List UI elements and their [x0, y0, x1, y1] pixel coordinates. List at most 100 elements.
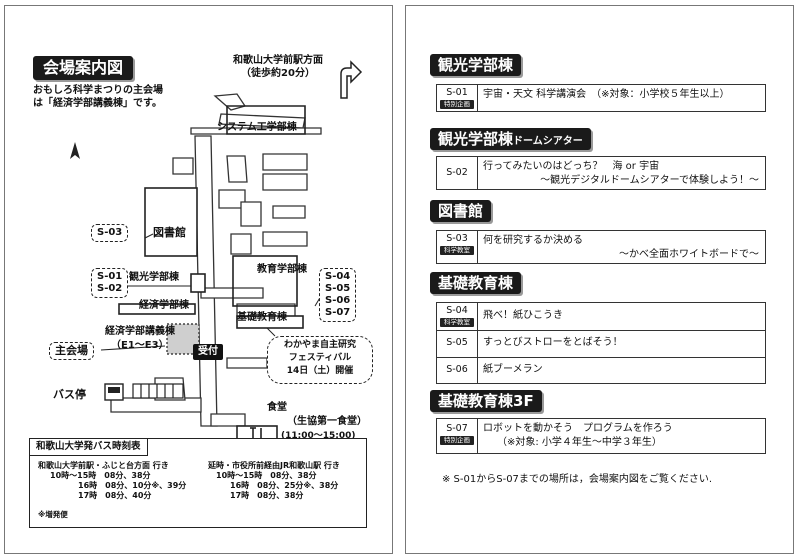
event-code: S-06	[446, 364, 468, 375]
event-title: 行ってみたいのはどっち？ 海 or 宇宙	[483, 161, 660, 172]
timetable-row: 16時 08分、10分※、39分	[78, 481, 187, 490]
event-badge: 特別企画	[440, 436, 474, 445]
event-code-cell: S-06	[437, 357, 478, 383]
event-code-cell: S-04 科学教室	[437, 303, 478, 330]
code-box-kiso: S-04 S-05 S-06 S-07	[319, 268, 357, 322]
kanko-building	[190, 273, 206, 293]
event-subtitle: ～かべ全面ホワイトボードで～	[619, 249, 759, 260]
direction-arrow-icon	[340, 60, 363, 99]
label-cafeteria: 食堂	[267, 402, 287, 413]
event-title: ロボットを動かそう プログラムを作ろう	[483, 423, 673, 434]
label-library: 図書館	[153, 226, 186, 239]
label-bus-stop: バス停	[53, 388, 86, 401]
section-title-dome: 観光学部棟ドームシアター	[430, 128, 591, 150]
code-label: S-07	[325, 307, 351, 318]
event-title: 飛べ！紙ひこうき	[483, 310, 563, 321]
event-row-s01: S-01 特別企画 宇宙・天文 科学講演会 （※対象：小学校５年生以上）	[437, 85, 765, 112]
event-text: 飛べ！紙ひこうき	[483, 309, 759, 323]
system-building	[226, 105, 306, 135]
footnote: ※ S-01からS-07までの場所は，会場案内図をご覧ください.	[442, 474, 713, 485]
label-cafeteria-hours: (11:00～15:00)	[281, 431, 356, 441]
map-page: 会場案内図 おもしろ科学まつりの主会場 は「経済学部講義棟」です。 和歌山大学前…	[4, 5, 393, 554]
section-title-kanko: 観光学部棟	[430, 54, 522, 76]
timetable-row: 17時 08分、38分	[230, 491, 304, 500]
label-keizai: 経済学部棟	[139, 300, 189, 311]
station-line: （徒歩約20分）	[241, 68, 315, 79]
code-label: S-02	[97, 283, 123, 294]
event-text: すっとびストローをとばそう！	[483, 336, 759, 350]
event-title: 宇宙・天文 科学講演会 （※対象：小学校５年生以上）	[483, 89, 730, 100]
event-text: 何を研究するか決める ～かべ全面ホワイトボードで～	[483, 234, 759, 262]
code-box-kanko: S-01 S-02	[91, 268, 129, 298]
event-subtitle: （※対象: 小学４年生～中学３年生）	[497, 437, 662, 448]
label-keizai-lecture: 経済学部講義棟	[105, 326, 175, 337]
event-badge: 科学教室	[440, 318, 474, 327]
north-arrow-icon	[70, 142, 80, 159]
event-group-kiso-3f: S-07 特別企画 ロボットを動かそう プログラムを作ろう （※対象: 小学４年…	[436, 418, 766, 454]
event-code-cell: S-02	[437, 157, 478, 190]
event-code: S-05	[446, 337, 468, 348]
event-row-s03: S-03 科学教室 何を研究するか決める ～かべ全面ホワイトボードで～	[437, 231, 765, 264]
bus-shelter	[132, 383, 184, 399]
event-row-s02: S-02 行ってみたいのはどっち？ 海 or 宇宙 ～観光デジタルドームシアター…	[437, 157, 765, 190]
timetable-col-2: 延時・市役所前経由JR和歌山駅 行き 10時～15時 08分、38分 16時 0…	[208, 461, 340, 501]
timetable-note: ※増発便	[38, 510, 68, 519]
event-title: 何を研究するか決める	[483, 235, 583, 246]
bubble-line: わかやま自主研究	[283, 340, 356, 350]
library-building	[144, 187, 198, 257]
label-cafeteria-name: （生協第一食堂）	[287, 416, 367, 427]
code-label: S-06	[325, 295, 351, 306]
event-code-cell: S-07 特別企画	[437, 419, 478, 454]
section-title-main: 観光学部棟	[438, 130, 514, 148]
code-label: S-01	[97, 271, 123, 282]
kiso-building	[236, 315, 304, 329]
event-row-s04: S-04 科学教室 飛べ！紙ひこうき	[437, 303, 765, 331]
event-row-s05: S-05 すっとびストローをとばそう！	[437, 330, 765, 358]
station-direction: 和歌山大学前駅方面 （徒歩約20分）	[223, 54, 333, 80]
event-code: S-02	[446, 167, 468, 178]
keizai-building	[118, 303, 196, 315]
code-label: S-03	[97, 227, 123, 238]
code-label: S-04	[325, 271, 351, 282]
timetable-row: 10時～15時 08分、38分	[216, 471, 317, 480]
event-code-cell: S-05	[437, 330, 478, 357]
timetable-col-1: 和歌山大学前駅・ふじと台方面 行き 10時～15時 08分、38分 16時 08…	[38, 461, 186, 501]
kyoiku-building	[232, 255, 298, 307]
label-keizai-lecture-range: （E1～E3）	[111, 340, 169, 351]
section-title-small: ドームシアター	[513, 136, 583, 147]
event-code-cell: S-01 特別企画	[437, 85, 478, 112]
event-text: 行ってみたいのはどっち？ 海 or 宇宙 ～観光デジタルドームシアターで体験しよ…	[483, 160, 759, 188]
event-group-dome: S-02 行ってみたいのはどっち？ 海 or 宇宙 ～観光デジタルドームシアター…	[436, 156, 766, 190]
event-badge: 特別企画	[440, 100, 474, 109]
events-page: 観光学部棟 S-01 特別企画 宇宙・天文 科学講演会 （※対象：小学校５年生以…	[405, 5, 794, 554]
event-text: 紙ブーメラン	[483, 363, 759, 377]
reception-marker: 受付	[193, 344, 223, 360]
code-label: S-05	[325, 283, 351, 294]
event-title: すっとびストローをとばそう！	[483, 337, 623, 348]
intro-line: は「経済学部講義棟」です。	[33, 98, 162, 109]
event-row-s06: S-06 紙ブーメラン	[437, 357, 765, 383]
timetable-row: 10時～15時 08分、38分	[50, 471, 151, 480]
event-code: S-07	[446, 423, 468, 434]
timetable-row: 17時 08分、40分	[78, 491, 152, 500]
event-code: S-04	[446, 305, 468, 316]
bus-timetable: 和歌山大学発バス時刻表 和歌山大学前駅・ふじと台方面 行き 10時～15時 08…	[29, 438, 367, 528]
timetable-direction: 延時・市役所前経由JR和歌山駅 行き	[208, 461, 340, 470]
main-venue-box: 主会場	[49, 342, 94, 360]
main-venue-label: 主会場	[55, 344, 88, 357]
event-code: S-01	[446, 87, 468, 98]
map-title: 会場案内図	[33, 56, 134, 80]
label-system: システム工学部棟	[217, 122, 297, 133]
label-kyoiku: 教育学部棟	[257, 264, 307, 275]
label-kiso: 基礎教育棟	[237, 312, 287, 323]
bubble-line: 14日（土）開催	[286, 366, 354, 376]
section-title-library: 図書館	[430, 200, 492, 222]
festival-bubble: わかやま自主研究 フェスティバル 14日（土）開催	[267, 336, 373, 384]
intro-text: おもしろ科学まつりの主会場 は「経済学部講義棟」です。	[33, 84, 233, 110]
event-text: ロボットを動かそう プログラムを作ろう （※対象: 小学４年生～中学３年生）	[483, 422, 759, 450]
event-title: 紙ブーメラン	[483, 364, 543, 375]
event-code-cell: S-03 科学教室	[437, 231, 478, 264]
timetable-direction: 和歌山大学前駅・ふじと台方面 行き	[38, 461, 169, 470]
event-badge: 科学教室	[440, 246, 474, 255]
timetable-row: 16時 08分、25分※、38分	[230, 481, 339, 490]
